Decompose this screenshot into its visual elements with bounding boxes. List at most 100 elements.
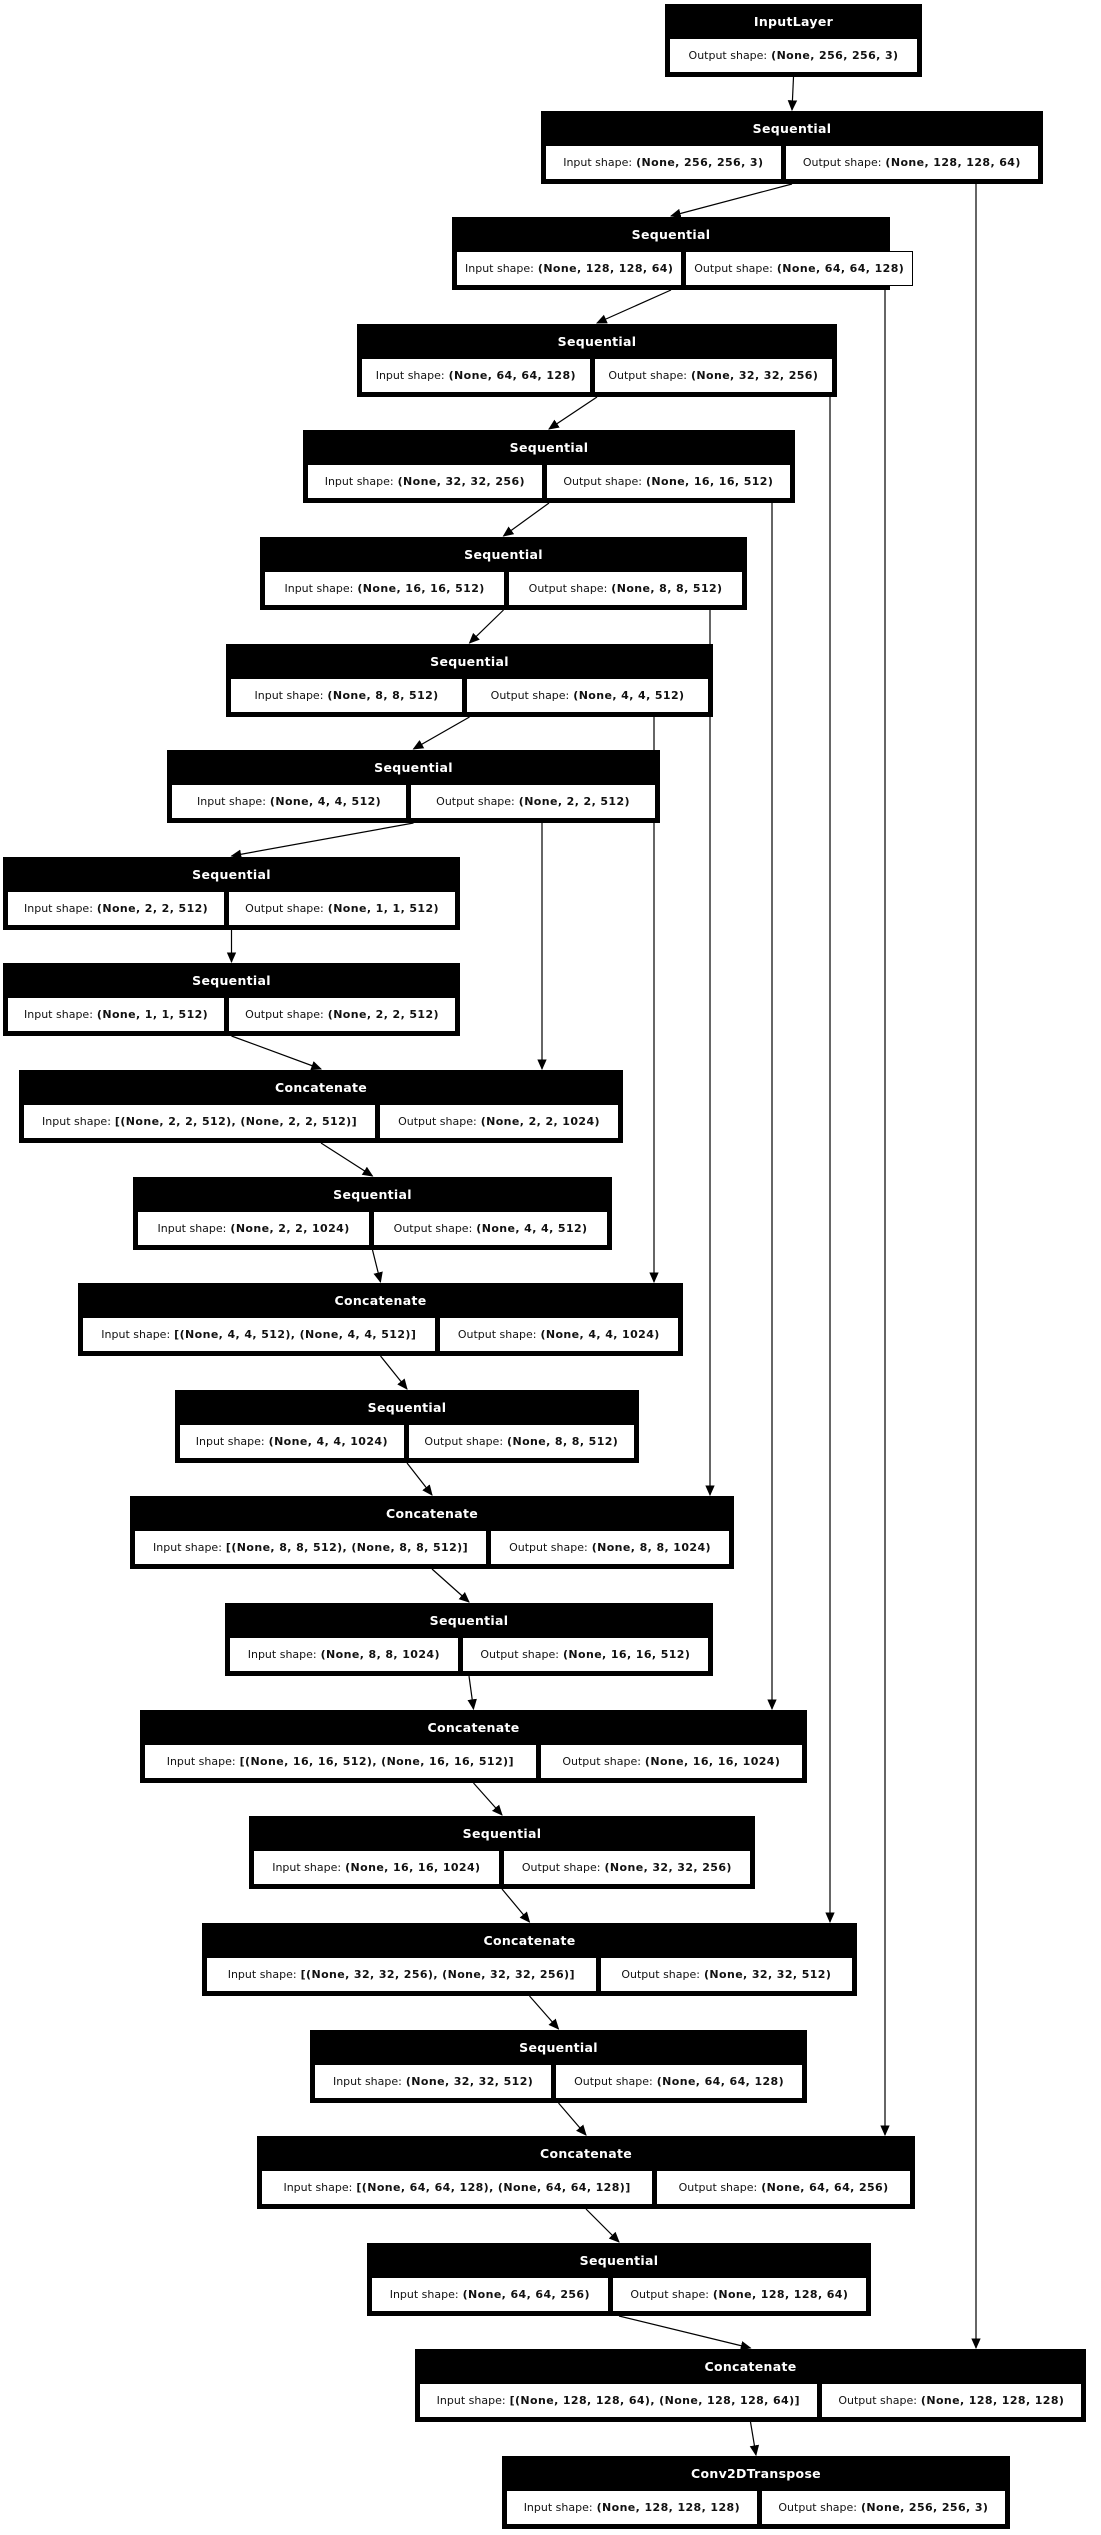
sequential-edge: [749, 2421, 760, 2457]
input-shape-value: [(None, 64, 64, 128), (None, 64, 64, 128…: [356, 2181, 631, 2194]
output-shape-value: (None, 256, 256, 3): [861, 2501, 989, 2514]
input-shape-value: (None, 64, 64, 256): [462, 2288, 590, 2301]
input-shape-value: [(None, 4, 4, 512), (None, 4, 4, 512)]: [174, 1328, 417, 1341]
layer-name: Sequential: [367, 1400, 447, 1415]
output-shape-prefix: Output shape:: [621, 1968, 700, 1981]
input-shape-value: [(None, 8, 8, 512), (None, 8, 8, 512)]: [225, 1541, 468, 1554]
sequential-edge: [585, 2208, 620, 2243]
shape-cells: Input shape:[(None, 64, 64, 128), (None,…: [261, 2170, 912, 2205]
output-shape-value: (None, 128, 128, 64): [885, 156, 1021, 169]
input-shape-prefix: Input shape:: [272, 1861, 342, 1874]
output-shape-prefix: Output shape:: [528, 582, 608, 595]
output-shape-prefix: Output shape:: [509, 1541, 588, 1554]
output-shape-prefix: Output shape:: [245, 1008, 324, 1021]
input-shape-value: [(None, 32, 32, 256), (None, 32, 32, 256…: [300, 1968, 575, 1981]
output-shape-value: (None, 128, 128, 128): [920, 2394, 1065, 2407]
shape-cells: Input shape:(None, 8, 8, 512)Output shap…: [230, 678, 709, 713]
sequential-edge: [231, 1035, 323, 1071]
output-shape-cell: Output shape:(None, 8, 8, 512): [508, 571, 743, 606]
output-shape-prefix: Output shape:: [563, 475, 642, 488]
shape-cells: Input shape:(None, 4, 4, 512)Output shap…: [171, 784, 656, 819]
input-shape-cell: Input shape:(None, 128, 128, 128): [506, 2490, 758, 2525]
shape-cells: Input shape:(None, 128, 128, 128) Output …: [506, 2490, 1007, 2525]
input-shape-value: (None, 16, 16, 512): [357, 582, 485, 595]
output-shape-cell: Output shape:(None, 16, 16, 1024): [539, 1744, 804, 1779]
input-shape-cell: Input shape:[(None, 32, 32, 256), (None,…: [206, 1957, 597, 1992]
layer-name: Sequential: [519, 2040, 598, 2055]
output-shape-value: (None, 8, 8, 512): [611, 582, 723, 595]
input-shape-cell: Input shape:(None, 128, 128, 64): [456, 251, 683, 286]
output-shape-prefix: Output shape:: [521, 1861, 601, 1874]
sequential-edge: [467, 1675, 477, 1711]
input-shape-prefix: Input shape:: [227, 1968, 297, 1981]
output-shape-prefix: Output shape:: [838, 2394, 917, 2407]
output-shape-cell: Output shape:(None, 256, 256, 3): [669, 38, 918, 73]
output-shape-cell: Output shape:(None, 32, 32, 512): [599, 1957, 854, 1992]
shape-cells: Input shape:(None, 32, 32, 512)Output sh…: [314, 2064, 803, 2099]
output-shape-prefix: Output shape:: [778, 2501, 857, 2514]
layer-name: Sequential: [464, 547, 543, 562]
input-shape-prefix: Input shape:: [283, 2181, 353, 2194]
output-shape-value: (None, 16, 16, 512): [562, 1648, 691, 1661]
sequential-edge: [669, 183, 793, 219]
layer-name: Sequential: [430, 654, 509, 669]
sequential-edge: [473, 1782, 503, 1816]
output-shape-value: (None, 16, 16, 512): [645, 475, 774, 488]
layer-name: Sequential: [192, 867, 271, 882]
output-shape-cell: Output shape:(None, 4, 4, 1024): [438, 1317, 679, 1352]
input-shape-value: [(None, 2, 2, 512), (None, 2, 2, 512)]: [114, 1115, 357, 1128]
input-shape-value: (None, 128, 128, 128): [596, 2501, 740, 2514]
input-shape-value: (None, 32, 32, 256): [397, 475, 525, 488]
output-shape-prefix: Output shape:: [688, 49, 768, 62]
shape-cells: Input shape:(None, 256, 256, 3)Output sh…: [545, 145, 1039, 180]
output-shape-prefix: Output shape:: [424, 1435, 504, 1448]
output-shape-prefix: Output shape:: [562, 1755, 641, 1768]
output-shape-cell: Output shape:(None, 32, 32, 256): [593, 358, 833, 393]
shape-cells: Output shape:(None, 256, 256, 3): [669, 38, 918, 73]
layer-name: Sequential: [631, 227, 711, 242]
shape-cells: Input shape:(None, 64, 64, 256)Output sh…: [371, 2277, 867, 2312]
output-shape-cell: Output shape:(None, 8, 8, 1024): [490, 1530, 730, 1565]
input-shape-value: (None, 4, 4, 1024): [268, 1435, 388, 1448]
input-shape-value: (None, 128, 128, 64): [537, 262, 674, 275]
sequential-edge: [406, 1462, 433, 1496]
input-shape-value: (None, 2, 2, 512): [96, 902, 209, 915]
input-shape-cell: Input shape:(None, 4, 4, 512): [171, 784, 408, 819]
input-shape-value: (None, 8, 8, 1024): [320, 1648, 440, 1661]
shape-cells: Input shape:(None, 4, 4, 1024)Output sha…: [179, 1424, 636, 1459]
input-shape-prefix: Input shape:: [436, 2394, 506, 2407]
input-shape-value: (None, 16, 16, 1024): [345, 1861, 481, 1874]
layer-name: Concatenate: [483, 1933, 576, 1948]
layer-name: Sequential: [462, 1826, 542, 1841]
shape-cells: Input shape:(None, 16, 16, 1024) Output s…: [253, 1850, 751, 1885]
layer-name: Concatenate: [334, 1293, 427, 1308]
output-shape-prefix: Output shape:: [608, 369, 687, 382]
sequential-edge: [558, 2102, 587, 2136]
input-shape-value: (None, 4, 4, 512): [269, 795, 382, 808]
output-shape-value: (None, 128, 128, 64): [712, 2288, 849, 2301]
input-shape-prefix: Input shape:: [24, 1008, 93, 1021]
sequential-edge: [468, 609, 504, 644]
input-shape-value: [(None, 16, 16, 512), (None, 16, 16, 512…: [239, 1755, 514, 1768]
input-shape-value: (None, 256, 256, 3): [636, 156, 764, 169]
input-shape-prefix: Input shape:: [247, 1648, 317, 1661]
output-shape-prefix: Output shape:: [393, 1222, 473, 1235]
input-shape-prefix: Input shape:: [157, 1222, 227, 1235]
output-shape-cell: Output shape:(None, 16, 16, 512): [461, 1637, 710, 1672]
output-shape-value: (None, 64, 64, 256): [761, 2181, 889, 2194]
sequential-edge: [431, 1568, 470, 1603]
output-shape-value: (None, 64, 64, 128): [656, 2075, 785, 2088]
input-shape-prefix: Input shape:: [254, 689, 324, 702]
input-shape-prefix: Input shape:: [523, 2501, 593, 2514]
